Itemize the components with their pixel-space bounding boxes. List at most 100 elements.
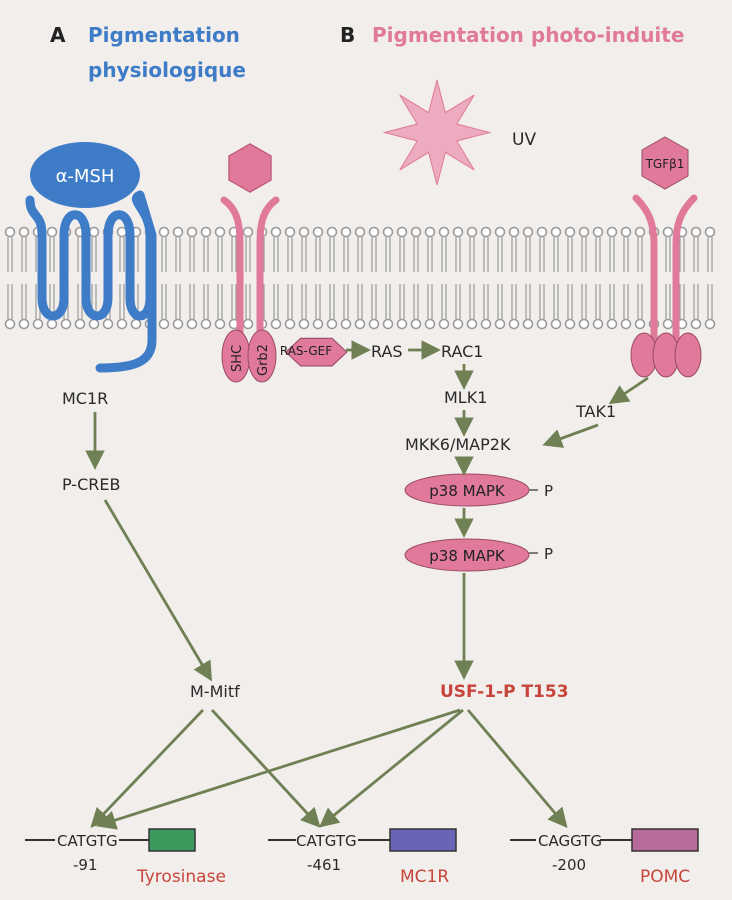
- arrow-tak1-mkk6: [542, 423, 599, 448]
- tgfb-receptor-domain-3: [674, 332, 702, 378]
- lipid-head: [172, 226, 184, 238]
- lipid-head: [550, 226, 562, 238]
- lipid-head: [620, 318, 632, 330]
- p38-mapk-label-1: p38 MAPK: [429, 482, 506, 500]
- lipid-head: [592, 318, 604, 330]
- lipid-head: [424, 318, 436, 330]
- tgfb1-ligand: [641, 136, 689, 190]
- ras-gef-label: RAS-GEF: [280, 344, 332, 358]
- panel-a-title-line2: physiologique: [88, 58, 246, 82]
- lipid-head: [46, 318, 58, 330]
- lipid-head: [46, 226, 58, 238]
- lipid-head: [606, 318, 618, 330]
- lipid-head: [242, 226, 254, 238]
- lipid-head: [88, 318, 100, 330]
- lipid-head: [606, 226, 618, 238]
- lipid-head: [32, 318, 44, 330]
- mlk1-label: MLK1: [444, 388, 487, 407]
- pathway-arrows: [85, 340, 649, 830]
- lipid-head: [4, 226, 16, 238]
- grb2-label: Grb2: [256, 344, 271, 376]
- lipid-head: [480, 226, 492, 238]
- lipid-head: [690, 318, 702, 330]
- lipid-head: [466, 318, 478, 330]
- mc1r-receptor: [25, 190, 157, 373]
- lipid-head: [312, 318, 324, 330]
- lipid-head: [592, 226, 604, 238]
- lipid-head: [368, 226, 380, 238]
- lipid-head: [410, 318, 422, 330]
- arrow-mmitf-mc1r: [210, 709, 321, 828]
- gene-box-tyrosinase: [148, 828, 196, 852]
- usf-label: USF-1-P T153: [440, 682, 569, 702]
- arrow-pcreb-mmitf: [103, 499, 212, 682]
- lipid-head: [200, 226, 212, 238]
- lipid-head: [382, 318, 394, 330]
- rac1-label: RAC1: [441, 342, 483, 361]
- p38-mapk-node-2: [404, 538, 530, 572]
- tak1-label: TAK1: [575, 402, 616, 421]
- ras-gef-node: [285, 337, 348, 367]
- lipid-head: [60, 318, 72, 330]
- gene-mc1r: CATGTG -461 MC1R: [268, 828, 457, 887]
- lipid-head: [354, 318, 366, 330]
- lipid-head: [704, 318, 716, 330]
- arrow-usf-pomc: [466, 709, 568, 828]
- lipid-head: [564, 318, 576, 330]
- lipid-head: [172, 318, 184, 330]
- grb2-adaptor: [247, 329, 277, 383]
- lipid-head: [200, 318, 212, 330]
- lipid-head: [550, 318, 562, 330]
- lipid-head: [704, 226, 716, 238]
- lipid-head: [620, 226, 632, 238]
- lipid-head: [158, 318, 170, 330]
- ras-label: RAS: [371, 342, 403, 361]
- gene-name-pomc: POMC: [640, 867, 690, 887]
- position-tyrosinase: -91: [73, 856, 98, 874]
- lipid-head: [536, 226, 548, 238]
- panel-a-letter: A: [50, 23, 66, 47]
- lipid-head: [270, 226, 282, 238]
- position-pomc: -200: [552, 856, 586, 874]
- lipid-head: [452, 226, 464, 238]
- lipid-head: [662, 226, 674, 238]
- uv-star: [382, 79, 492, 186]
- mc1r-receptor-label: MC1R: [62, 389, 108, 408]
- gene-name-mc1r: MC1R: [400, 867, 449, 887]
- lipid-head: [186, 226, 198, 238]
- panel-a-title-line1: Pigmentation: [88, 23, 240, 47]
- lipid-head: [242, 318, 254, 330]
- lipid-head: [396, 318, 408, 330]
- p38-mapk-label-2: p38 MAPK: [429, 547, 506, 565]
- lipid-head: [536, 318, 548, 330]
- arrow-receptor-tak1: [608, 376, 649, 405]
- lipid-head: [578, 226, 590, 238]
- ebox-tyrosinase: CATGTG: [57, 832, 118, 850]
- mmitf-label: M-Mitf: [190, 682, 240, 701]
- lipid-head: [508, 318, 520, 330]
- rtk-receptor-right-arm: [256, 196, 280, 349]
- tgfb1-label: TGFβ1: [645, 157, 685, 171]
- lipid-head: [634, 318, 646, 330]
- lipid-head: [102, 318, 114, 330]
- lipid-head: [88, 226, 100, 238]
- lipid-head: [284, 226, 296, 238]
- lipid-head: [396, 226, 408, 238]
- lipid-head: [634, 226, 646, 238]
- gene-pomc: CAGGTG -200 POMC: [510, 828, 699, 887]
- lipid-head: [130, 318, 142, 330]
- lipid-head: [438, 318, 450, 330]
- tgfb-receptor-right-arm: [672, 194, 698, 344]
- position-mc1r: -461: [307, 856, 341, 874]
- lipid-head: [312, 226, 324, 238]
- growth-factor-hexagon: [228, 143, 272, 193]
- lipid-head: [522, 318, 534, 330]
- gene-tyrosinase: CATGTG -91 Tyrosinase: [25, 828, 226, 887]
- lipid-head: [340, 226, 352, 238]
- lipid-head: [116, 318, 128, 330]
- uv-label: UV: [512, 130, 536, 150]
- alpha-msh-label: α-MSH: [56, 166, 115, 187]
- cell-membrane: [4, 226, 716, 330]
- lipid-head: [466, 226, 478, 238]
